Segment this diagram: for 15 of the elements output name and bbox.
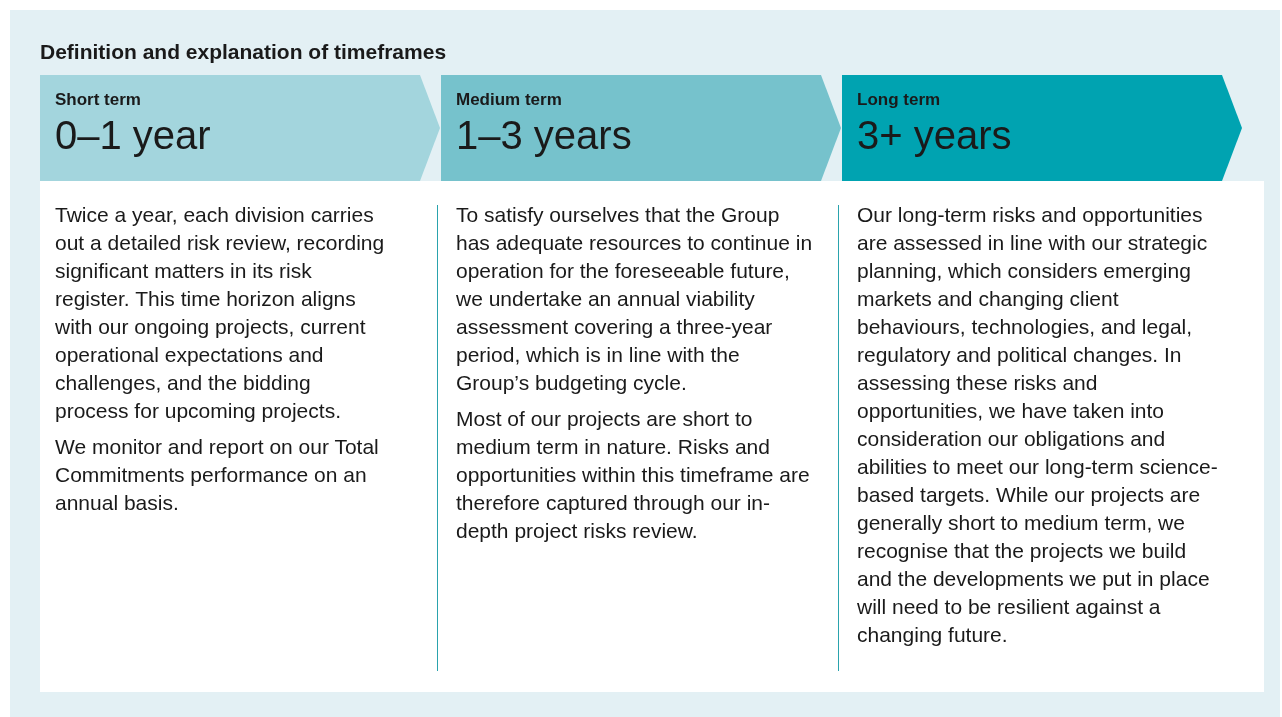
description-text: Twice a year, each division carries out a detailed risk review, recording significant matters in its risk register. This time horizon aligns with our ongoing projects, current operational expectations and challenges, and the bidding process for upcoming projects. <box>55 202 386 424</box>
chevron-header <box>842 75 1242 181</box>
description-text: To satisfy ourselves that the Group has adequate resources to continue in operation for the foreseeable future, we undertake an annual viability assessment covering a three-year period, which is in line with the Group’s budgeting cycle. <box>456 202 814 396</box>
timeframe-value: 3+ years <box>857 112 1012 159</box>
description-text: We monitor and report on our Total Commitments performance on an annual basis. <box>55 434 380 516</box>
term-label: Long term <box>857 89 941 111</box>
term-label: Medium term <box>456 89 562 111</box>
timeframe-value: 0–1 year <box>55 112 211 159</box>
timeframe-value: 1–3 years <box>456 112 632 159</box>
chevron-header <box>441 75 841 181</box>
description-text: Our long-term risks and opportunities are assessed in line with our strategic planning, which considers emerging markets and changing client behaviours, technologies, and legal, regulatory and political changes. In assessing these risks and opportunities, we have taken into consideration our obligations and abilities to meet our long-term science-based targets. While our projects are generally short to medium term, we recognise that the projects we build and the developments we put in place will need to be resilient against a changing future. <box>857 202 1219 648</box>
diagram-title: Definition and explanation of timeframes <box>40 39 447 65</box>
term-label: Short term <box>55 89 141 111</box>
chevron-header <box>40 75 440 181</box>
description-text: Most of our projects are short to medium term in nature. Risks and opportunities within this timeframe are therefore captured through our in-depth project risks review. <box>456 406 811 544</box>
